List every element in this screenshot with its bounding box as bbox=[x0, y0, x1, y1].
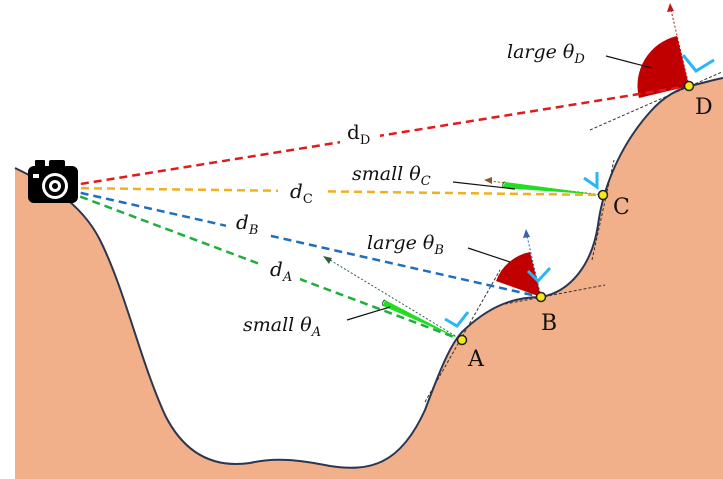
pointer-angle-d bbox=[605, 55, 653, 69]
pointer-angle-a bbox=[346, 306, 391, 321]
distance-label-c-base: d bbox=[290, 179, 303, 203]
point-a-marker bbox=[456, 334, 468, 346]
normal-a-arrowhead bbox=[323, 256, 332, 264]
tangent-b bbox=[499, 284, 606, 306]
normal-b bbox=[526, 235, 542, 298]
angle-label-a-sub: A bbox=[311, 325, 321, 340]
distance-label-a-sub: A bbox=[282, 270, 292, 285]
normal-bracket-a bbox=[444, 311, 470, 328]
point-d-label: D bbox=[695, 95, 713, 120]
normal-bracket-d bbox=[681, 54, 715, 73]
angle-label-d-symbol: θ bbox=[563, 41, 575, 63]
normal-d bbox=[670, 9, 690, 87]
tangent-c bbox=[591, 159, 615, 261]
point-c-marker bbox=[597, 189, 609, 201]
angle-label-a-symbol: θ bbox=[300, 314, 312, 336]
normal-b-arrowhead bbox=[523, 229, 530, 238]
angle-label-c-symbol: θ bbox=[409, 163, 421, 185]
distance-label-d-sub: D bbox=[360, 133, 370, 148]
point-a-label: A bbox=[467, 347, 485, 372]
point-c-label: C bbox=[613, 195, 630, 220]
label-bg-da bbox=[262, 255, 300, 290]
point-b-label: B bbox=[541, 311, 557, 336]
distance-label-c-sub: C bbox=[303, 192, 313, 207]
distance-label-d: dD bbox=[347, 120, 370, 148]
angle-wedge-a bbox=[383, 300, 462, 340]
normal-d-arrowhead bbox=[667, 3, 674, 12]
tangent-d bbox=[589, 71, 723, 131]
sight-line-c bbox=[67, 186, 604, 197]
angle-arc-a bbox=[382, 299, 386, 307]
label-bg-dd bbox=[340, 120, 380, 144]
terrain-outline bbox=[14, 77, 723, 469]
camera-icon bbox=[28, 160, 78, 203]
angle-label-d-qualifier: large bbox=[507, 41, 557, 63]
normal-a bbox=[329, 259, 463, 341]
label-bg-db bbox=[226, 208, 268, 242]
angle-label-a-qualifier: small bbox=[243, 314, 294, 336]
pointer-angle-c bbox=[452, 181, 516, 190]
normal-c-arrowhead bbox=[484, 177, 492, 184]
distance-label-c: dC bbox=[290, 179, 313, 207]
angle-wedge-c bbox=[503, 182, 603, 195]
angle-wedge-b bbox=[496, 252, 541, 297]
distance-label-b: dB bbox=[236, 210, 258, 238]
angle-label-b-sub: B bbox=[433, 243, 444, 258]
angle-wedge-d bbox=[637, 36, 689, 98]
distance-label-d-base: d bbox=[347, 120, 360, 144]
angle-label-b-qualifier: large bbox=[367, 232, 417, 254]
distance-label-a-base: d bbox=[270, 257, 283, 281]
sight-line-b bbox=[67, 188, 542, 299]
point-d-marker bbox=[683, 80, 695, 92]
terrain bbox=[15, 78, 723, 479]
distance-label-a: dA bbox=[270, 257, 292, 285]
distance-label-b-base: d bbox=[236, 210, 249, 234]
angle-label-b-symbol: θ bbox=[423, 232, 435, 254]
angle-label-c-qualifier: small bbox=[352, 163, 403, 185]
normal-brackets bbox=[444, 54, 715, 328]
label-bg-dc bbox=[278, 178, 324, 206]
pointer-angle-b bbox=[467, 247, 511, 263]
point-b-marker bbox=[535, 291, 547, 303]
normal-bracket-b bbox=[526, 266, 552, 284]
distance-label-b-sub: B bbox=[248, 223, 259, 238]
angle-label-d-sub: D bbox=[573, 52, 585, 67]
angle-label-c-sub: C bbox=[421, 174, 431, 189]
label-pointers bbox=[346, 55, 653, 321]
normal-bracket-c bbox=[583, 172, 599, 190]
